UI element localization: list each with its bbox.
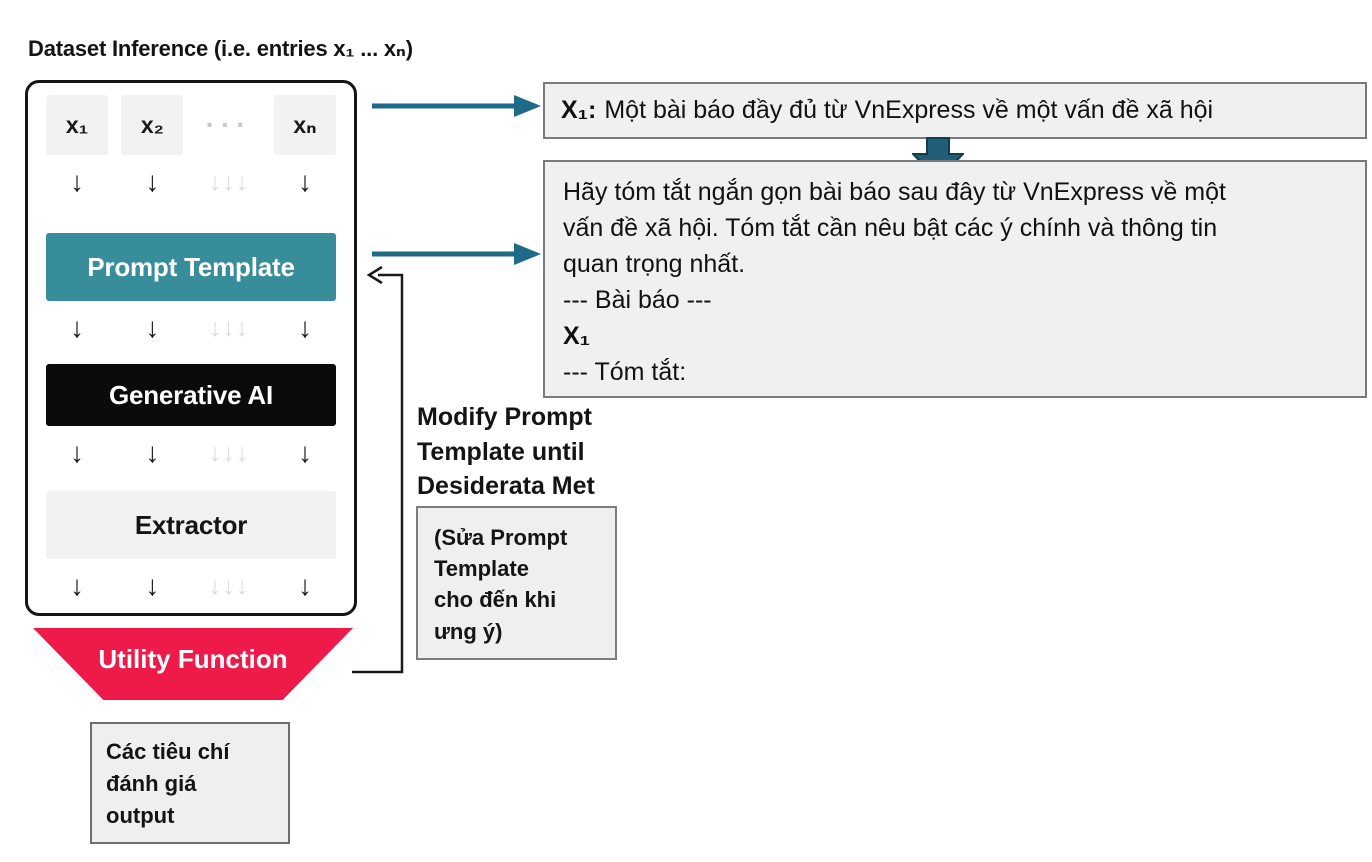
down-arrow-icon: ↓ [145, 312, 160, 343]
down-arrow-icon: ↓ [297, 312, 312, 343]
example-entry-text: Một bài báo đầy đủ từ VnExpress về một v… [604, 96, 1214, 124]
pipeline-box: x₁ x₂ ··· xₙ ↓ ↓ ↓↓↓ ↓ Prompt Template ↓… [25, 80, 357, 616]
prompt-variable: X₁ [563, 322, 591, 350]
down-arrow-triple-icon: ↓↓↓ [208, 314, 249, 342]
down-arrow-icon: ↓ [70, 166, 84, 197]
down-arrow-icon: ↓ [70, 437, 84, 468]
down-arrow-triple-icon: ↓↓↓ [208, 439, 249, 467]
modify-note-vi: (Sửa Prompt Template cho đến khi ưng ý) [416, 506, 617, 660]
down-arrow-icon: ↓ [145, 437, 160, 468]
ellipsis-dots: ··· [205, 109, 252, 140]
prompt-article-delimiter: --- Bài báo --- [563, 286, 712, 314]
entry-x2: x₂ [121, 95, 184, 155]
down-arrow-triple-icon: ↓↓↓ [208, 168, 249, 196]
feedback-loop-line [352, 265, 404, 674]
down-arrow-icon: ↓ [145, 166, 160, 197]
entry-x1: x₁ [46, 95, 108, 155]
example-entry-label: X₁: [561, 96, 597, 124]
prompt-summary-delimiter: --- Tóm tắt: [563, 358, 687, 386]
utility-function-label: Utility Function [98, 643, 288, 674]
stage-generative-ai: Generative AI [46, 364, 336, 426]
down-arrow-icon: ↓ [145, 570, 160, 601]
stage-prompt-template: Prompt Template [46, 233, 336, 301]
arrow-row-3: ↓ ↓ ↓↓↓ ↓ [28, 434, 354, 472]
entry-xn: xₙ [273, 95, 336, 155]
down-arrow-icon: ↓ [70, 570, 84, 601]
utility-criteria-note: Các tiêu chí đánh giá output [90, 722, 290, 844]
arrow-row-1: ↓ ↓ ↓↓↓ ↓ [28, 163, 354, 201]
down-arrow-icon: ↓ [297, 570, 312, 601]
stage-utility-function: Utility Function [33, 628, 353, 700]
arrow-entries-to-example [372, 95, 541, 117]
down-arrow-icon: ↓ [297, 166, 312, 197]
arrow-row-2: ↓ ↓ ↓↓↓ ↓ [28, 309, 354, 347]
down-arrow-icon: ↓ [297, 437, 312, 468]
down-arrow-icon: ↓ [70, 312, 84, 343]
arrow-template-to-prompt [372, 243, 541, 265]
modify-note-en: Modify Prompt Template until Desiderata … [417, 403, 595, 500]
diagram-title: Dataset Inference (i.e. entries x₁ ... x… [28, 36, 413, 61]
prompt-example-box: Hãy tóm tắt ngắn gọn bài báo sau đây từ … [543, 160, 1367, 398]
prompt-intro-text: Hãy tóm tắt ngắn gọn bài báo sau đây từ … [563, 178, 1226, 278]
down-arrow-triple-icon: ↓↓↓ [208, 572, 249, 600]
stage-extractor: Extractor [46, 491, 336, 559]
example-entry-box: X₁: Một bài báo đầy đủ từ VnExpress về m… [543, 82, 1367, 139]
entries-row: x₁ x₂ ··· xₙ [28, 95, 354, 155]
arrow-row-4: ↓ ↓ ↓↓↓ ↓ [28, 567, 354, 605]
